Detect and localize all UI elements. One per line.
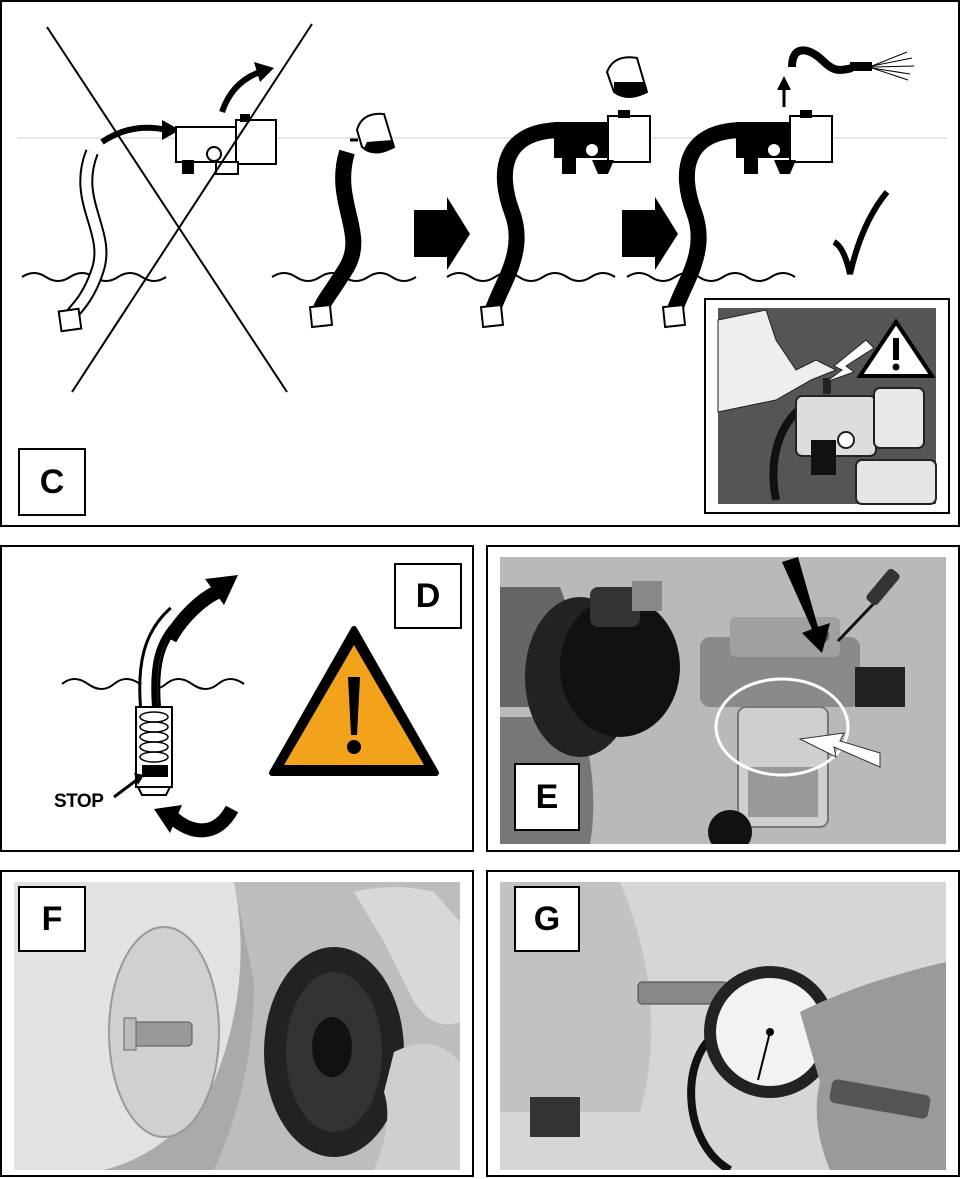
panel-g: G [486,870,960,1177]
watering-can-icon-2 [605,56,649,98]
panel-f: F [0,870,474,1177]
wrong-hose [57,149,108,333]
checkmark-icon [832,190,890,275]
photo-filter-housing [500,557,946,844]
stop-label: STOP [54,791,104,812]
pump-icon [175,114,277,175]
panel-g-label: G [514,886,580,952]
panel-e: E [486,545,960,852]
watering-can-icon [350,112,396,154]
panel-f-label: F [18,886,86,952]
filled-hose-2 [479,110,651,329]
arrow-right-icon-2 [622,197,678,270]
water-line-4 [626,272,796,282]
panel-c-diagram [17,23,947,393]
panel-c-label: C [18,448,86,516]
panel-d-diagram [61,575,439,838]
water-line-3 [446,272,616,282]
warning-icon [269,626,439,776]
panel-c: C [0,0,960,527]
photo-valve-cap [14,882,460,1170]
arrow-out [219,69,262,114]
photo-pressure-check [500,882,946,1170]
panel-d-label: D [394,563,462,629]
pressure-gauge-icon [704,966,836,1098]
cross-icon [46,23,313,393]
inset-photo-priming [704,298,950,514]
arrow-to-pump [100,124,168,145]
spray-hose-icon [777,46,915,107]
panel-d: STOP D [0,545,474,852]
filled-hose-3 [661,110,833,329]
filled-hose-1 [308,149,362,329]
warning-icon [856,318,936,378]
arrow-right-icon [414,197,470,270]
panel-e-label: E [514,763,580,831]
